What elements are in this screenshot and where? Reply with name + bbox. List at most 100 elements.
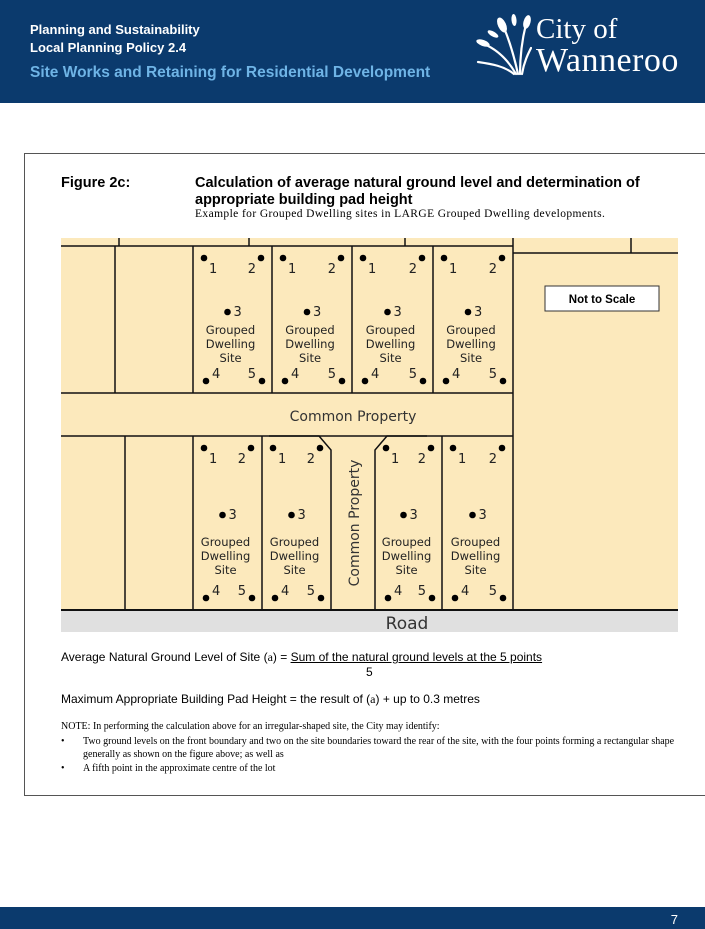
site-label: Grouped	[206, 323, 255, 337]
max-height-variable: a	[370, 692, 376, 706]
survey-point	[224, 308, 231, 316]
note-intro: NOTE: In performing the calculation abov…	[61, 721, 440, 732]
common-property-vertical: Common Property	[347, 460, 363, 587]
survey-point	[200, 254, 208, 262]
site-label: Grouped	[451, 535, 500, 549]
survey-point	[499, 594, 507, 602]
survey-point	[442, 377, 450, 385]
figure-label: Figure 2c:	[61, 175, 131, 191]
figure-title: Calculation of average natural ground le…	[195, 175, 640, 208]
site-label: Site	[299, 351, 321, 365]
header-banner: Planning and Sustainability Local Planni…	[0, 0, 705, 103]
site-label: Grouped	[201, 535, 250, 549]
page-number: 7	[670, 912, 678, 927]
site-label: Site	[395, 563, 417, 577]
point-label: 3	[479, 508, 487, 523]
point-label: 2	[307, 452, 315, 467]
formula-equals: ) =	[272, 650, 291, 664]
survey-point	[498, 444, 506, 452]
site-label: Dwelling	[206, 337, 256, 351]
point-label: 4	[452, 367, 460, 382]
survey-point	[202, 594, 210, 602]
site-label: Dwelling	[201, 549, 251, 563]
point-label: 1	[209, 262, 217, 277]
figure-frame	[24, 153, 705, 796]
survey-point	[317, 594, 325, 602]
max-height-suffix: ) + up to 0.3 metres	[375, 692, 480, 706]
formula-denominator: 5	[366, 665, 373, 679]
site-label: Grouped	[446, 323, 495, 337]
site-label: Dwelling	[382, 549, 432, 563]
site-label: Grouped	[366, 323, 415, 337]
survey-point	[303, 308, 311, 316]
survey-point	[288, 511, 295, 519]
survey-point	[269, 444, 277, 452]
survey-point	[258, 377, 266, 385]
not-to-scale-box	[544, 285, 660, 312]
survey-point	[384, 594, 392, 602]
point-label: 2	[248, 262, 256, 277]
site-label: Site	[379, 351, 401, 365]
max-height-formula: Maximum Appropriate Building Pad Height …	[61, 692, 480, 707]
point-label: 3	[474, 305, 482, 320]
point-label: 1	[209, 452, 217, 467]
point-label: 3	[394, 305, 402, 320]
average-formula: Average Natural Ground Level of Site (a)…	[61, 650, 542, 665]
point-label: 2	[328, 262, 336, 277]
survey-point	[281, 377, 289, 385]
logo-wanneroo-text: Wanneroo	[536, 42, 679, 79]
point-label: 2	[238, 452, 246, 467]
point-label: 4	[371, 367, 379, 382]
point-label: 2	[489, 452, 497, 467]
site-label: Grouped	[270, 535, 319, 549]
site-label: Dwelling	[451, 549, 501, 563]
survey-point	[279, 254, 287, 262]
survey-point	[498, 254, 506, 262]
survey-point	[499, 377, 507, 385]
point-label: 5	[307, 584, 315, 599]
note-bullets: Two ground levels on the front boundary …	[61, 736, 676, 778]
department-name: Planning and Sustainability	[30, 22, 200, 37]
survey-point	[257, 254, 265, 262]
point-label: 4	[461, 584, 469, 599]
city-logo: City of Wanneroo	[474, 12, 694, 78]
point-label: 5	[489, 367, 497, 382]
site-label: Grouped	[382, 535, 431, 549]
point-label: 1	[458, 452, 466, 467]
formula-numerator: Sum of the natural ground levels at the …	[290, 650, 543, 664]
survey-point	[469, 511, 476, 519]
site-label: Dwelling	[366, 337, 416, 351]
point-label: 5	[418, 584, 426, 599]
survey-point	[248, 594, 256, 602]
policy-title: Site Works and Retaining for Residential…	[30, 64, 431, 81]
reed-plant-icon	[476, 14, 532, 76]
survey-point	[451, 594, 459, 602]
site-label: Dwelling	[270, 549, 320, 563]
survey-point	[219, 511, 226, 519]
point-label: 3	[298, 508, 306, 523]
point-label: 2	[409, 262, 417, 277]
survey-point	[202, 377, 210, 385]
point-label: 5	[238, 584, 246, 599]
point-label: 5	[489, 584, 497, 599]
note-bullet: A fifth point in the approximate centre …	[61, 763, 676, 776]
point-label: 2	[489, 262, 497, 277]
not-to-scale-label: Not to Scale	[569, 294, 635, 306]
footer-bar: 7	[0, 907, 705, 929]
logo-city-text: City of	[536, 13, 618, 45]
point-label: 1	[288, 262, 296, 277]
point-label: 4	[291, 367, 299, 382]
site-label: Site	[283, 563, 305, 577]
point-label: 4	[212, 367, 220, 382]
survey-point	[337, 254, 345, 262]
survey-point	[464, 308, 472, 316]
survey-point	[338, 377, 346, 385]
survey-point	[200, 444, 208, 452]
survey-point	[427, 444, 435, 452]
formula-variable: a	[267, 650, 273, 664]
survey-point	[419, 377, 427, 385]
site-label: Grouped	[285, 323, 334, 337]
survey-point	[428, 594, 436, 602]
point-label: 2	[418, 452, 426, 467]
